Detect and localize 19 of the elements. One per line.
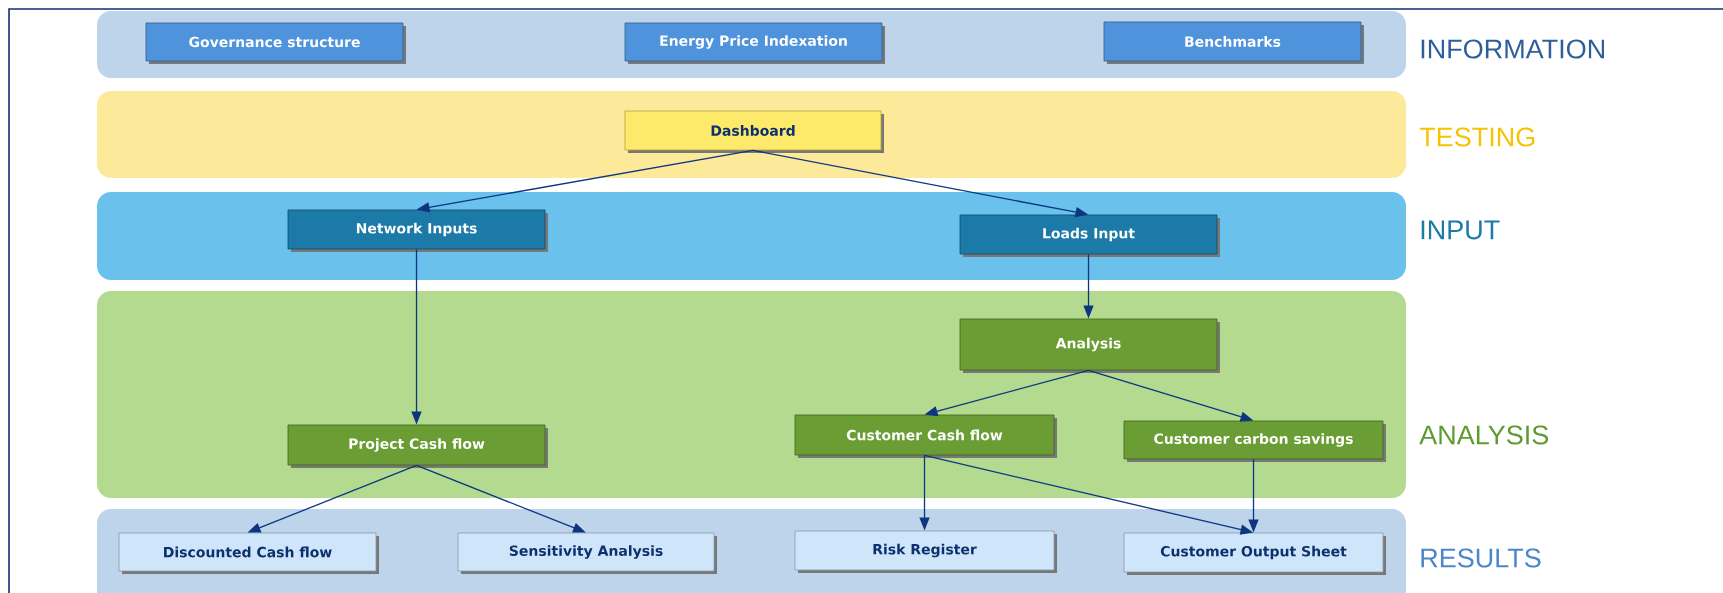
process-box: Customer Cash flow [794, 414, 1057, 458]
process-box: Network Inputs [287, 209, 548, 252]
process-box: Analysis [959, 318, 1220, 373]
process-box: Risk Register [794, 530, 1057, 573]
process-box: Governance structure [145, 22, 406, 64]
process-box: Energy Price Indexation [624, 22, 885, 64]
process-box: Benchmarks [1103, 21, 1364, 64]
band-heading: ANALYSIS [1419, 425, 1549, 445]
band-heading: RESULTS [1421, 548, 1541, 568]
band-heading: INFORMATION [1421, 39, 1604, 59]
band-heading: TESTING [1419, 127, 1535, 147]
band-heading: INPUT [1421, 220, 1500, 240]
process-box: Discounted Cash flow [118, 532, 379, 574]
process-box: Customer carbon savings [1123, 420, 1386, 462]
process-box: Project Cash flow [287, 424, 548, 468]
process-box: Dashboard [624, 110, 884, 153]
process-box: Customer Output Sheet [1123, 532, 1386, 575]
process-box: Sensitivity Analysis [457, 532, 717, 574]
process-box: Loads Input [959, 214, 1220, 257]
